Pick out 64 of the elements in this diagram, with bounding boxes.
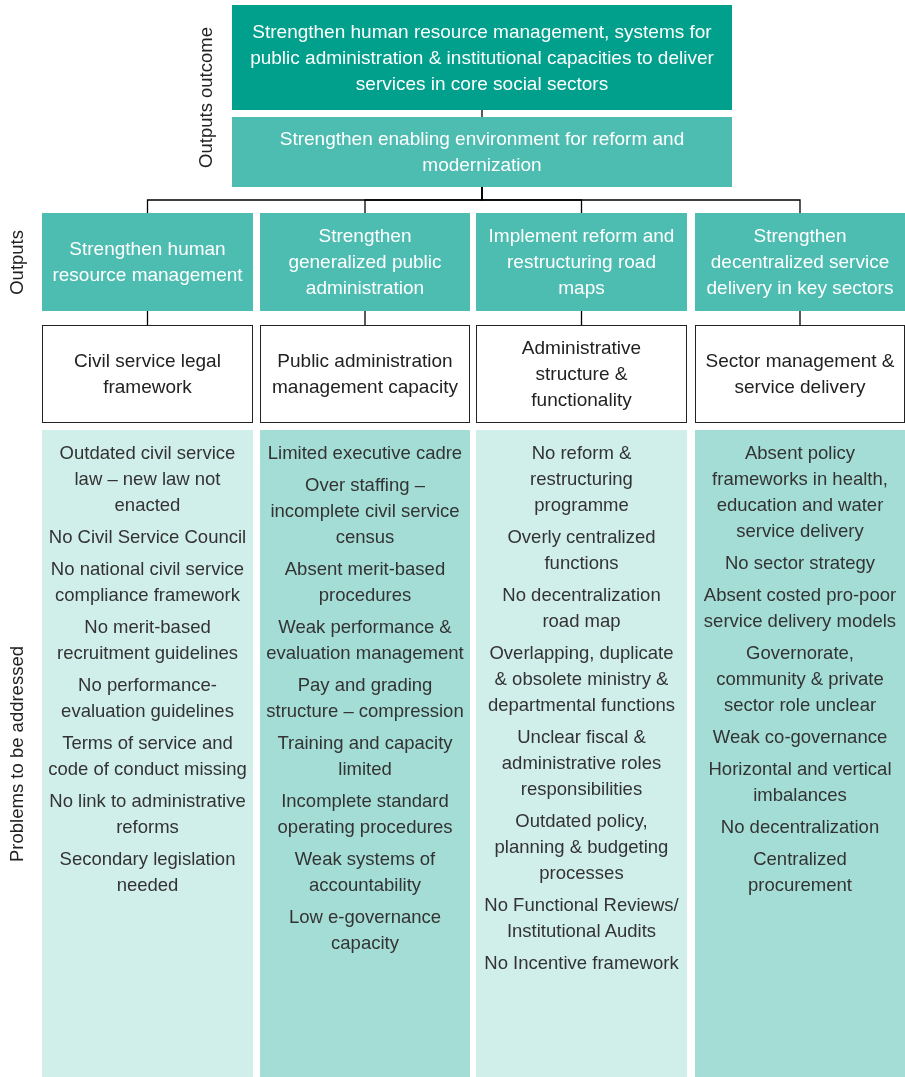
problem-text: No reform & restructuring programme: [529, 441, 634, 517]
connector-line: [481, 186, 801, 214]
problem-text: No national civil service compliance framework: [49, 557, 246, 607]
output-box: [42, 213, 253, 311]
problem-text: Absent merit-based procedures: [283, 557, 447, 607]
problem-text: No merit-based recruitment guidelines: [56, 615, 239, 665]
box-text: Strengthen human resource management, systems for public administration & institutional capacities to deliver services in core social sectors: [249, 19, 715, 96]
problem-text: No link to administrative reforms: [48, 789, 247, 839]
row-label: Outputs: [6, 229, 28, 295]
problem-column: [476, 430, 687, 1077]
problem-column: [260, 430, 470, 1077]
outcome-box: [232, 5, 732, 110]
box-text: Civil service legal framework: [73, 349, 222, 399]
box-text: Strengthen human resource management: [51, 237, 244, 287]
problem-text: Weak co-governance: [712, 725, 888, 749]
problem-text: Horizontal and vertical imbalances: [707, 757, 893, 807]
area-box: [260, 325, 470, 423]
problem-text: Weak systems of accountability: [293, 847, 437, 897]
area-box: [42, 325, 253, 423]
problem-text: Over staffing – incomplete civil service census: [269, 473, 461, 549]
box-text: Strengthen decentralized service delivery in key sectors: [705, 224, 895, 300]
problem-text: Overlapping, duplicate & obsolete ministry & departmental functions: [486, 641, 677, 717]
problem-text: Incomplete standard operating procedures: [276, 789, 454, 839]
problem-text: No decentralization: [720, 815, 880, 839]
box-text: Administrative structure & functionality: [520, 336, 643, 412]
connector-line: [799, 310, 801, 326]
outcome-box: [232, 117, 732, 187]
problem-text: Outdated policy, planning & budgeting processes: [493, 809, 670, 885]
box-text: Strengthen enabling environment for reform and modernization: [278, 127, 686, 177]
problem-text: No decentralization road map: [501, 583, 662, 633]
problem-column: [42, 430, 253, 1077]
box-text: Sector management & service delivery: [704, 349, 896, 399]
problem-text: Absent costed pro-poor service delivery models: [702, 583, 898, 633]
problem-text: Pay and grading structure – compression: [266, 673, 464, 723]
problem-text: Overly centralized functions: [506, 525, 657, 575]
row-label: Outputs outcome: [195, 27, 217, 168]
output-box: [476, 213, 687, 311]
output-box: [695, 213, 905, 311]
problem-text: Outdated civil service law – new law not enacted: [58, 441, 237, 517]
problem-text: No Incentive framework: [484, 951, 679, 975]
problem-text: Secondary legislation needed: [58, 847, 237, 897]
box-text: Implement reform and restructuring road maps: [487, 224, 676, 300]
box-text: Public administration management capacity: [271, 349, 459, 399]
problem-text: No Civil Service Council: [48, 525, 247, 549]
problem-text: Weak performance & evaluation management: [266, 615, 464, 665]
problem-text: Unclear fiscal & administrative roles responsibilities: [500, 725, 663, 801]
area-box: [695, 325, 905, 423]
output-box: [260, 213, 470, 311]
problem-text: Training and capacity limited: [276, 731, 454, 781]
problem-text: No sector strategy: [724, 551, 876, 575]
connector-line: [364, 310, 366, 326]
problem-text: Terms of service and code of conduct missing: [48, 731, 247, 781]
problem-text: No performance-evaluation guidelines: [60, 673, 235, 723]
problem-text: Low e-governance capacity: [287, 905, 443, 955]
row-label: Problems to be addressed: [6, 645, 28, 862]
box-text: Strengthen generalized public administration: [287, 224, 443, 300]
connector-line: [481, 109, 483, 118]
problem-text: No Functional Reviews/ Institutional Audits: [483, 893, 680, 943]
problem-text: Centralized procurement: [747, 847, 853, 897]
problem-text: Absent policy frameworks in health, education and water service delivery: [711, 441, 889, 543]
area-box: [476, 325, 687, 423]
problem-column: [695, 430, 905, 1077]
problem-text: Governorate, community & private sector role unclear: [715, 641, 885, 717]
problem-text: Limited executive cadre: [267, 441, 463, 465]
